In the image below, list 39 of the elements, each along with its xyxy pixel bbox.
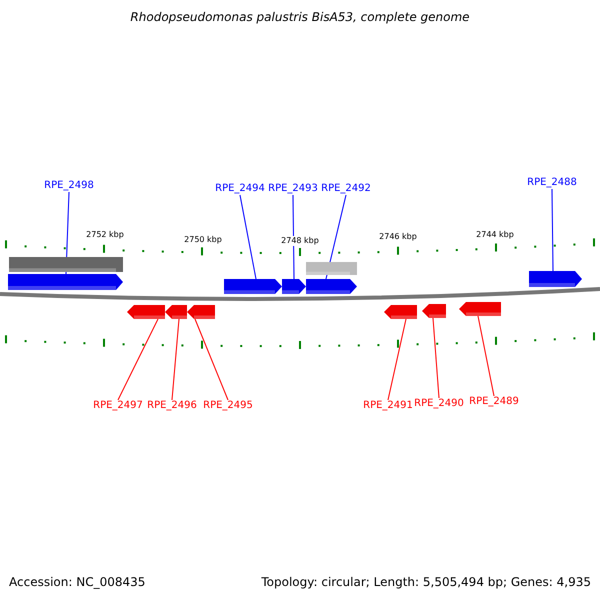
leader-line [172, 318, 180, 400]
gene-feature [282, 279, 306, 294]
gene-label: RPE_2496 [147, 400, 197, 412]
gene-feature [165, 305, 187, 319]
scale-label: 2750 kbp [183, 235, 223, 245]
scale-label: 2748 kbp [280, 236, 320, 246]
title: Rhodopseudomonas palustris BisA53, complete genome [130, 10, 470, 24]
gene-feature [8, 274, 123, 290]
gene-label: RPE_2497 [93, 400, 143, 412]
scale-label: 2744 kbp [475, 230, 515, 240]
gene-label: RPE_2494 [215, 183, 265, 195]
gene-bar [306, 262, 357, 275]
gene-feature [422, 304, 446, 318]
leader-line [118, 318, 158, 400]
gene-bar [9, 257, 123, 272]
gene-label: RPE_2498 [44, 180, 94, 192]
gene-label: RPE_2493 [268, 183, 318, 195]
leader-line [240, 194, 256, 280]
gene-label: RPE_2489 [469, 396, 519, 408]
gene-feature [127, 305, 165, 319]
gene-label: RPE_2495 [203, 400, 253, 412]
scale-label: 2746 kbp [378, 232, 418, 242]
gene-feature [187, 305, 215, 319]
gene-feature [384, 305, 417, 319]
gene-feature [529, 271, 582, 287]
genome-info-text: Topology: circular; Length: 5,505,494 bp; Genes: 4,935 [261, 575, 591, 589]
gene-label: RPE_2491 [363, 400, 413, 412]
leader-line [552, 188, 554, 272]
leader-line [388, 318, 406, 400]
leader-line [292, 194, 294, 280]
gene-label: RPE_2490 [414, 398, 464, 410]
gene-feature [459, 302, 501, 316]
leader-line [432, 318, 440, 398]
accession-text: Accession: NC_008435 [9, 575, 146, 589]
leader-line [194, 318, 228, 400]
leader-line [478, 316, 494, 396]
scale-label: 2752 kbp [85, 230, 125, 240]
gene-label: RPE_2488 [527, 177, 577, 189]
gene-label: RPE_2492 [321, 183, 371, 195]
